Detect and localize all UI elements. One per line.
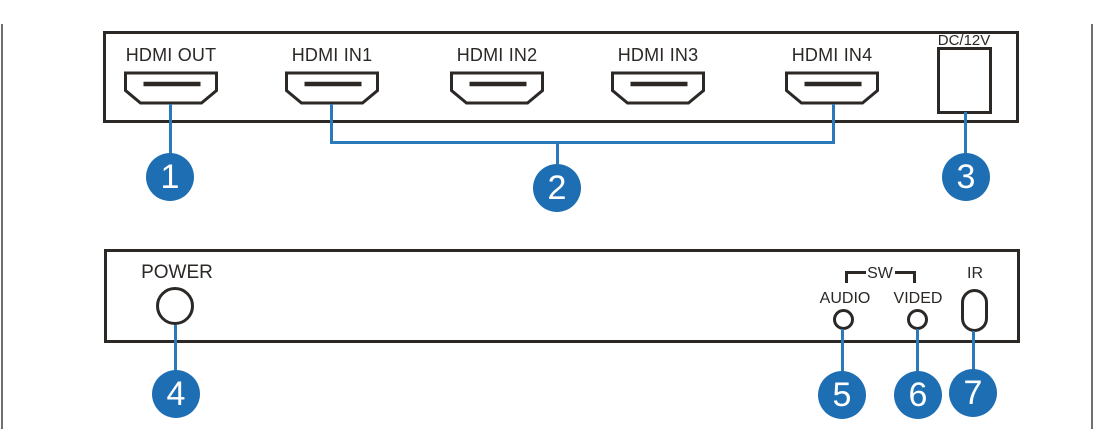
video-label: VIDED <box>893 290 943 307</box>
callout-line-2-right <box>832 104 835 144</box>
front-panel <box>104 249 1020 343</box>
callout-4: 4 <box>152 370 200 418</box>
hdmi-in2-label: HDMI IN2 <box>456 45 538 65</box>
audio-label: AUDIO <box>819 290 871 307</box>
callout-line-2-left <box>330 104 333 144</box>
dc-12v-label: DC/12V <box>937 32 991 49</box>
callout-line-1 <box>169 104 172 154</box>
callout-2: 2 <box>533 164 581 212</box>
hdmi-out-label: HDMI OUT <box>125 45 217 65</box>
hdmi-in1-label: HDMI IN1 <box>291 45 373 65</box>
page-border-left <box>1 24 3 429</box>
callout-7: 7 <box>949 369 997 417</box>
callout-line-6 <box>916 329 919 373</box>
rear-panel <box>103 31 1019 123</box>
ir-label: IR <box>967 265 983 282</box>
page-border-right <box>1091 24 1093 429</box>
callout-line-2-stem <box>556 144 559 164</box>
callout-line-5 <box>841 329 844 373</box>
callout-line-2-bracket <box>330 141 835 144</box>
callout-1: 1 <box>146 153 194 201</box>
sw-bracket-left <box>845 271 866 283</box>
hdmi-in4-port-icon <box>785 71 879 105</box>
callout-3: 3 <box>942 153 990 201</box>
hdmi-out-port-icon <box>124 71 218 105</box>
hdmi-in3-label: HDMI IN3 <box>617 45 699 65</box>
sw-bracket-right <box>895 271 916 283</box>
callout-line-3 <box>964 112 967 154</box>
power-button-icon <box>156 287 194 325</box>
callout-5: 5 <box>818 371 866 419</box>
audio-led-icon <box>833 309 854 330</box>
dc-jack-icon <box>937 47 992 114</box>
callout-line-7 <box>972 331 975 371</box>
video-led-icon <box>907 309 928 330</box>
hdmi-in2-port-icon <box>450 71 544 105</box>
sw-group-label: SW <box>867 265 893 282</box>
callout-6: 6 <box>894 371 942 419</box>
power-label: POWER <box>141 262 213 283</box>
hdmi-in3-port-icon <box>611 71 705 105</box>
hdmi-in4-label: HDMI IN4 <box>791 45 873 65</box>
hdmi-in1-port-icon <box>285 71 379 105</box>
callout-line-4 <box>174 325 177 371</box>
ir-receiver-icon <box>961 289 988 332</box>
